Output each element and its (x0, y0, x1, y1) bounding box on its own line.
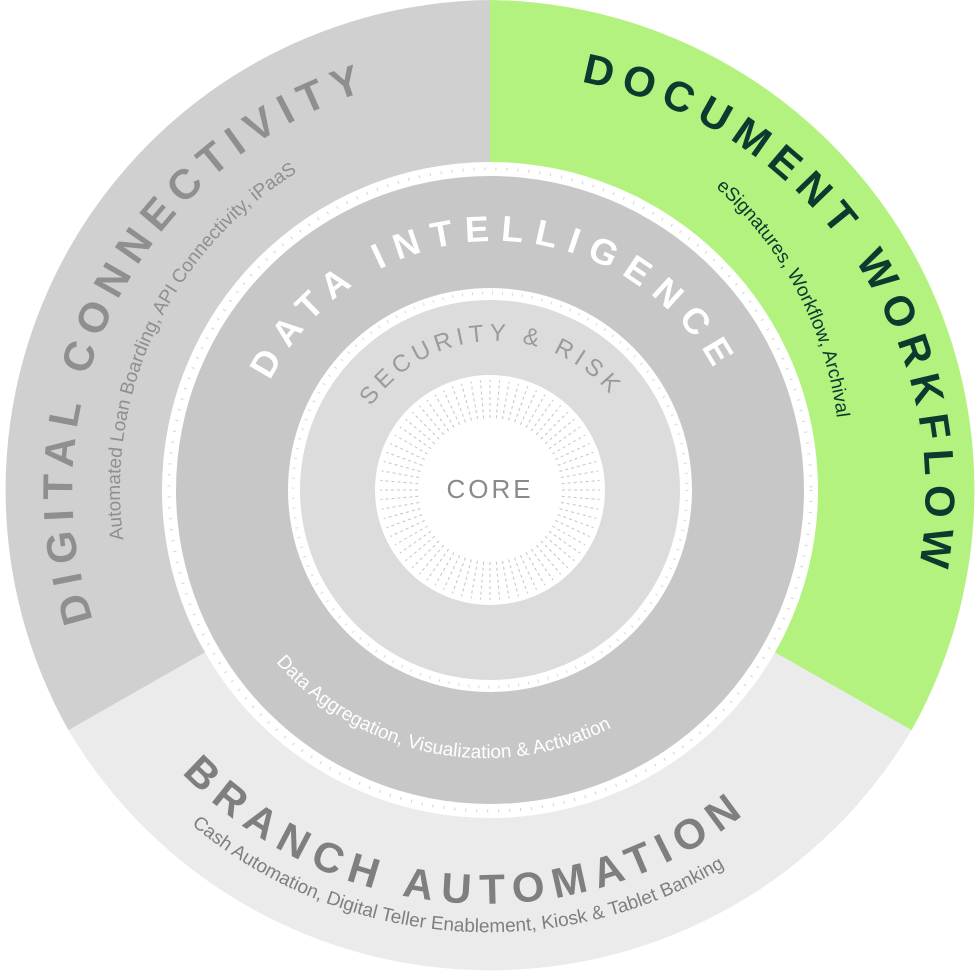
core-ray (535, 544, 562, 575)
core-ray (555, 519, 590, 537)
core-ray (434, 394, 455, 428)
core-ray (443, 390, 461, 425)
core-ray (470, 381, 478, 420)
core-ray (561, 479, 600, 485)
core-ray (525, 394, 546, 428)
core-ray (383, 508, 421, 519)
core-ray (540, 540, 569, 569)
core-ray (559, 461, 597, 472)
core-ray (383, 461, 421, 472)
core-ray (386, 451, 423, 466)
core-ray (390, 443, 425, 461)
core-ray (399, 426, 432, 450)
core-ray (560, 502, 599, 510)
core-ray (544, 535, 575, 562)
core-ray (394, 525, 428, 546)
core-ray (519, 555, 537, 590)
core-ray (380, 495, 419, 501)
core-circle (375, 375, 605, 605)
core-ray (411, 540, 440, 569)
core-ray (479, 561, 485, 600)
core-ray (502, 381, 510, 420)
core-ray (495, 380, 501, 419)
core-ray (394, 434, 428, 455)
core-ray (540, 411, 569, 440)
core-ray (418, 405, 445, 436)
core-ray (426, 548, 450, 581)
core-ray (530, 399, 554, 432)
core-ray (559, 508, 597, 519)
core-ray (443, 555, 461, 590)
core-ray (519, 390, 537, 425)
core-ray (381, 502, 420, 510)
core-ray (502, 560, 510, 599)
core-ray (530, 548, 554, 581)
core-ray (557, 451, 594, 466)
core-ray (470, 560, 478, 599)
core-ray (405, 535, 436, 562)
core-ray (461, 559, 472, 597)
core-ray (508, 383, 519, 421)
core-label: CORE (446, 474, 533, 504)
core-ray (495, 561, 501, 600)
core-ray (552, 525, 586, 546)
core-ray (555, 443, 590, 461)
core-ray (552, 434, 586, 455)
core-ray (390, 519, 425, 537)
core-ray (548, 426, 581, 450)
core-ray-lines (380, 380, 600, 600)
core-ray (560, 470, 599, 478)
core-ray (380, 479, 419, 485)
core-ray (434, 552, 455, 586)
core-ray (381, 470, 420, 478)
outer-ring-ticks (167, 167, 813, 813)
core-ray (561, 495, 600, 501)
core-ray (451, 557, 466, 594)
core-ray (405, 418, 436, 445)
core-ray (544, 418, 575, 445)
core-ray (514, 386, 529, 423)
core-ray (399, 530, 432, 554)
core-ray (557, 514, 594, 529)
core-ray (411, 411, 440, 440)
core-ray (548, 530, 581, 554)
core-ray (525, 552, 546, 586)
core-ray (426, 399, 450, 432)
core-ray (508, 559, 519, 597)
core-ray (418, 544, 445, 575)
core-ray (386, 514, 423, 529)
core-ray (451, 386, 466, 423)
core-ray (514, 557, 529, 594)
core-ray (535, 405, 562, 436)
core-ray (461, 383, 472, 421)
inner-ring-ticks (291, 291, 689, 689)
core-ray (479, 380, 485, 419)
